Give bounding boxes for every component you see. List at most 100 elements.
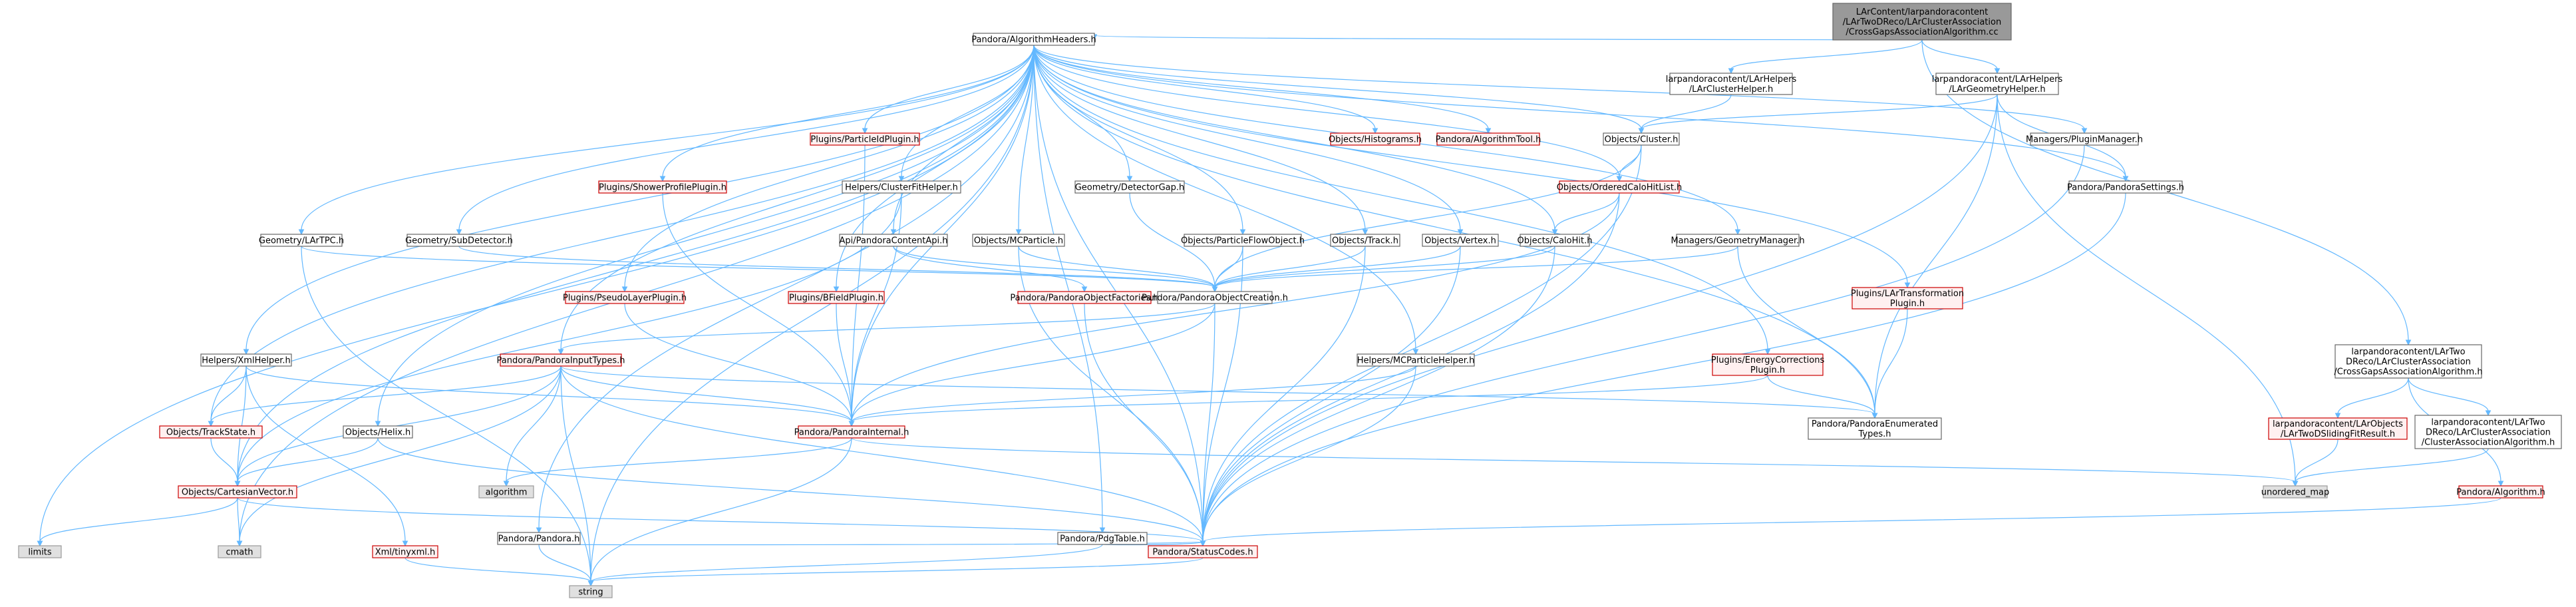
node-pfo[interactable]: Objects/ParticleFlowObject.h [1181,234,1305,247]
node-cluster[interactable]: Objects/Cluster.h [1603,132,1680,146]
node-box [2334,344,2482,379]
node-status[interactable]: Pandora/StatusCodes.h [1148,545,1258,558]
node-plugmgr[interactable]: Managers/PluginManager.h [2026,132,2143,146]
node-detgap[interactable]: Geometry/DetectorGap.h [1074,180,1185,194]
node-subdet[interactable]: Geometry/SubDetector.h [405,234,513,247]
edge-line [1033,45,1768,351]
node-helix[interactable]: Objects/Helix.h [343,425,413,439]
edge-line [560,365,852,423]
node-palg[interactable]: Pandora/Algorithm.h [2456,485,2545,499]
edge-line [2337,377,2409,415]
node-label-line: Pandora/PandoraInputTypes.h [496,356,625,366]
node-limits[interactable]: limits [18,545,62,558]
node-bfield[interactable]: Plugins/BFieldPlugin.h [788,291,885,304]
edge-mcp-to-poc [1018,246,1218,293]
node-label-line: Objects/TrackState.h [166,428,255,438]
node-pah[interactable]: Pandora/AlgorithmHeaders.h [971,33,1096,46]
node-pandora[interactable]: Pandora/Pandora.h [497,532,581,545]
edge-xmlh-to-trackstate [208,365,247,427]
edge-line [245,365,406,542]
edge-line [590,437,852,582]
node-trackstate[interactable]: Objects/TrackState.h [159,425,263,439]
edge-arrowhead [1734,229,1741,236]
edge-arrowhead [243,349,249,355]
edge-pah-to-helix [375,45,1035,427]
node-box [478,485,534,499]
node-xmlh[interactable]: Helpers/XmlHelper.h [200,353,292,367]
node-caa[interactable]: larpandoracontent/LArTwoDReco/LArCluster… [2414,415,2562,449]
node-umap[interactable]: unordered_map [2261,485,2330,499]
node-label-line: Geometry/DetectorGap.h [1075,183,1185,193]
node-pint[interactable]: Pandora/PandoraInternal.h [794,425,909,439]
node-label-line: Pandora/AlgorithmTool.h [1436,135,1541,145]
node-lgh[interactable]: larpandoracontent/LArHelpers/LArGeometry… [1932,73,2063,95]
node-pdgt[interactable]: Pandora/PdgTable.h [1057,532,1148,545]
node-box [1832,3,2012,41]
edge-line [1202,246,1366,542]
node-label-line: Pandora/PandoraObjectCreation.h [1142,294,1288,304]
edge-pint-to-string [587,437,852,587]
edge-line [506,365,562,483]
node-cartvec[interactable]: Objects/CartesianVector.h [178,485,297,499]
edge-pah-to-subdet [456,45,1035,236]
node-algorithm[interactable]: algorithm [478,485,534,499]
node-root[interactable]: LArContent/larpandoracontent/LArTwoDReco… [1832,3,2012,41]
node-track[interactable]: Objects/Track.h [1330,234,1400,247]
node-lch[interactable]: larpandoracontent/LArHelpers/LArClusterH… [1666,73,1797,95]
edge-arrowhead [1638,128,1645,134]
node-ocl[interactable]: Objects/OrderedCaloHitList.h [1557,180,1683,194]
node-label-line: Pandora/Algorithm.h [2456,488,2545,498]
edge-arrowhead [1200,540,1206,547]
node-hist[interactable]: Objects/Histograms.h [1329,132,1422,146]
node-box [500,353,622,367]
node-calohit[interactable]: Objects/CaloHit.h [1518,234,1593,247]
node-pof[interactable]: Pandora/PandoraObjectFactories.h [1010,291,1159,304]
node-label-line: larpandoracontent/LArTwo [2351,347,2465,357]
edge-arrowhead [848,421,855,427]
edge-cga_h-to-caa [2408,377,2492,417]
node-atool[interactable]: Pandora/AlgorithmTool.h [1436,132,1541,146]
node-mcph[interactable]: Helpers/MCParticleHelper.h [1357,353,1475,367]
edge-line [1202,497,2501,542]
node-label-line: Pandora/PandoraObjectFactories.h [1010,294,1158,304]
edge-calohit-to-poc [1211,246,1555,293]
node-label-line: /CrossGapsAssociationAlgorithm.cc [1846,27,1998,37]
node-label-line: algorithm [486,488,528,498]
node-lartpc[interactable]: Geometry/LArTPC.h [259,234,344,247]
edge-line [301,246,1215,288]
node-vertex[interactable]: Objects/Vertex.h [1422,234,1499,247]
node-tinyxml[interactable]: Xml/tinyxml.h [372,545,438,558]
edge-line [851,303,1215,423]
node-geomgr[interactable]: Managers/GeometryManager.h [1671,234,1805,247]
node-string[interactable]: string [569,585,613,598]
node-label-line: Plugins/LArTransformation [1851,289,1964,299]
node-pseudo[interactable]: Plugins/PseudoLayerPlugin.h [563,291,687,304]
node-pit[interactable]: Pandora/PandoraInputTypes.h [496,353,625,367]
node-pfid[interactable]: Plugins/ParticleIdPlugin.h [810,132,920,146]
node-box [569,585,613,598]
nodes-layer: LArContent/larpandoracontent/LArTwoDReco… [18,3,2562,598]
edge-cartvec-to-limits [37,497,238,547]
node-cfh[interactable]: Helpers/ClusterFitHelper.h [842,180,961,194]
node-pcapi[interactable]: Api/PandoraContentApi.h [839,234,948,247]
node-box [2414,415,2562,449]
edge-line [1202,144,2085,542]
edge-arrowhead [298,229,305,236]
node-mcp[interactable]: Objects/MCParticle.h [972,234,1065,247]
node-psettings[interactable]: Pandora/PandoraSettings.h [2067,180,2184,194]
edge-xmlh-to-pint [245,365,855,427]
node-showp[interactable]: Plugins/ShowerProfilePlugin.h [598,180,727,194]
edge-line [2295,439,2338,483]
node-poc[interactable]: Pandora/PandoraObjectCreation.h [1142,291,1288,304]
edge-lch-to-cluster [1638,94,1732,134]
node-cga_h[interactable]: larpandoracontent/LArTwoDReco/LArCluster… [2334,344,2483,379]
edge-pah-to-bfield [833,45,1035,293]
edge-l2dsf-to-umap [2292,439,2338,487]
node-l2dsf[interactable]: larpandoracontent/LArObjects/LArTwoDSlid… [2268,417,2408,440]
node-cmath[interactable]: cmath [218,545,261,558]
node-box [159,425,263,439]
